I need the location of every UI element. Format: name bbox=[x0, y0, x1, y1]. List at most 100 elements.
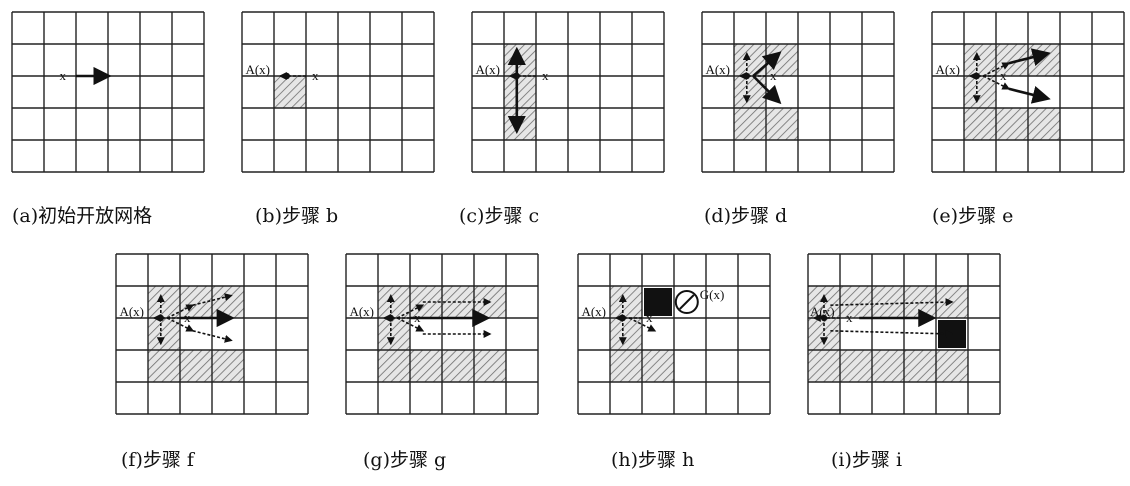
hatched-cell bbox=[442, 350, 474, 382]
hatched-cell bbox=[1028, 108, 1060, 140]
panel-a: x (a)初始开放网格 bbox=[11, 11, 205, 227]
node-x-label: x bbox=[542, 68, 549, 83]
hatched-cell bbox=[378, 350, 410, 382]
solid-arrow bbox=[752, 51, 782, 77]
hatched-cell bbox=[904, 350, 936, 382]
hatched-cell bbox=[610, 350, 642, 382]
hatched-cell bbox=[378, 318, 410, 350]
grid bbox=[807, 253, 1001, 415]
hatched-cell bbox=[936, 350, 968, 382]
hatched-cell bbox=[808, 350, 840, 382]
hatched-cell bbox=[1028, 44, 1060, 76]
solid-arrow bbox=[1008, 86, 1051, 104]
gap-label: G(x) bbox=[700, 287, 725, 302]
grid bbox=[931, 11, 1125, 173]
panel-g: x A(x) (g)步骤 g bbox=[345, 253, 539, 471]
grid bbox=[241, 11, 435, 173]
predecessor-label: A(x) bbox=[119, 304, 144, 319]
panel-caption: (a)初始开放网格 bbox=[12, 205, 152, 227]
dashed-arrow bbox=[192, 293, 233, 306]
gap-slash bbox=[679, 294, 695, 310]
blocked-cell bbox=[644, 288, 672, 316]
panel-caption: (c)步骤 c bbox=[459, 205, 539, 227]
hatched-cell bbox=[410, 350, 442, 382]
node-x-label: x bbox=[60, 68, 67, 83]
panel-caption: (e)步骤 e bbox=[932, 205, 1013, 227]
hatched-cell bbox=[148, 318, 180, 350]
solid-arrow bbox=[1008, 48, 1051, 66]
predecessor-node bbox=[743, 72, 750, 80]
hatched-cell bbox=[274, 76, 306, 108]
hatched-cell bbox=[840, 286, 872, 318]
hatched-cell bbox=[840, 350, 872, 382]
hatched-cell bbox=[642, 350, 674, 382]
predecessor-label: A(x) bbox=[935, 62, 960, 77]
node-x-label: x bbox=[770, 68, 777, 83]
predecessor-label: A(x) bbox=[581, 304, 606, 319]
hatched-cell bbox=[964, 44, 996, 76]
panel-caption: (h)步骤 h bbox=[611, 449, 694, 471]
panel-h: x A(x) G(x) (h)步骤 h bbox=[577, 253, 771, 471]
panel-caption: (g)步骤 g bbox=[363, 449, 446, 471]
hatched-cell bbox=[996, 108, 1028, 140]
hatched-cell bbox=[148, 350, 180, 382]
node-x-label: x bbox=[1000, 68, 1007, 83]
predecessor-label: A(x) bbox=[705, 62, 730, 77]
grid bbox=[471, 11, 665, 173]
panel-caption: (b)步骤 b bbox=[255, 205, 338, 227]
predecessor-label: A(x) bbox=[245, 62, 270, 77]
node-x-label: x bbox=[646, 310, 653, 325]
panel-i: x A(x) (i)步骤 i bbox=[807, 253, 1001, 471]
hatched-cell bbox=[610, 286, 642, 318]
predecessor-label: A(x) bbox=[349, 304, 374, 319]
hatched-cell bbox=[378, 286, 410, 318]
panel-caption: (i)步骤 i bbox=[831, 449, 902, 471]
hatched-cell bbox=[872, 286, 904, 318]
hatched-cell bbox=[148, 286, 180, 318]
hatched-cell bbox=[734, 44, 766, 76]
panel-f: x A(x) (f)步骤 f bbox=[115, 253, 309, 471]
grid bbox=[701, 11, 895, 173]
predecessor-node bbox=[973, 72, 980, 80]
panel-caption: (f)步骤 f bbox=[121, 449, 196, 471]
predecessor-label: A(x) bbox=[810, 304, 835, 319]
panel-e: x A(x) (e)步骤 e bbox=[931, 11, 1125, 227]
predecessor-node bbox=[387, 314, 394, 322]
hatched-cell bbox=[410, 286, 442, 318]
node-x-label: x bbox=[846, 310, 853, 325]
grid bbox=[577, 253, 771, 415]
hatched-cell bbox=[212, 286, 244, 318]
hatched-cell bbox=[610, 318, 642, 350]
grid bbox=[11, 11, 205, 173]
dashed-arrow bbox=[830, 329, 954, 338]
hatched-cell bbox=[964, 108, 996, 140]
dashed-arrow bbox=[192, 330, 233, 343]
hatched-cell bbox=[734, 108, 766, 140]
panel-c: x A(x) (c)步骤 c bbox=[459, 11, 665, 227]
panel-d: x A(x) (d)步骤 d bbox=[701, 11, 895, 227]
hatched-cell bbox=[872, 350, 904, 382]
hatched-cell bbox=[734, 76, 766, 108]
hatched-cell bbox=[766, 108, 798, 140]
predecessor-node bbox=[820, 314, 828, 322]
node-x-label: x bbox=[312, 68, 319, 83]
solid-arrow bbox=[752, 75, 782, 105]
grid bbox=[115, 253, 309, 415]
hatched-cell bbox=[474, 350, 506, 382]
grid bbox=[345, 253, 539, 415]
hatched-cell bbox=[212, 350, 244, 382]
predecessor-label: A(x) bbox=[475, 62, 500, 77]
hatched-cell bbox=[964, 76, 996, 108]
hatched-cell bbox=[504, 108, 536, 140]
predecessor-node bbox=[157, 314, 164, 322]
hatched-cell bbox=[180, 286, 212, 318]
hatched-cell bbox=[504, 44, 536, 76]
node-x-label: x bbox=[414, 310, 421, 325]
panel-b: x A(x) (b)步骤 b bbox=[241, 11, 435, 227]
predecessor-node bbox=[283, 72, 290, 80]
node-x-label: x bbox=[184, 310, 191, 325]
panel-caption: (d)步骤 d bbox=[704, 205, 787, 227]
hatched-cell bbox=[180, 350, 212, 382]
